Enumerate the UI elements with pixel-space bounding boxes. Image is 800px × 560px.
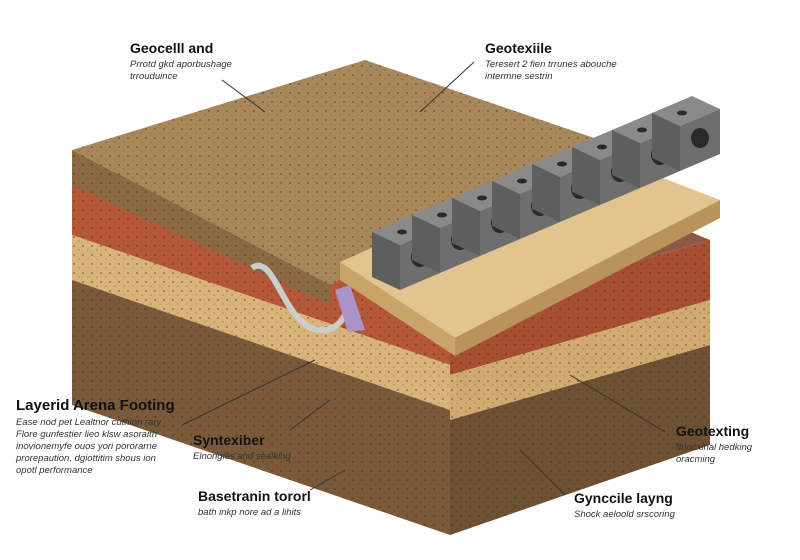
- label-basetranin: Basetranin tororl bath inkp nore ad a li…: [198, 488, 311, 519]
- geocell-row: [372, 96, 720, 290]
- label-syntexiber: Syntexiber Elnongies and sealking: [193, 432, 291, 463]
- geocell-block: [652, 96, 720, 171]
- membrane-strip: [335, 285, 365, 332]
- label-desc: Elnongies and sealking: [193, 451, 291, 462]
- label-desc: Shock aeloold srscoring: [574, 509, 675, 520]
- label-gynccile: Gynccile layng Shock aeloold srscoring: [574, 490, 675, 521]
- drain-pipe: [250, 262, 353, 334]
- label-layered-arena-footing: Layerid Arena Footing Ease nod pet Lealt…: [16, 397, 175, 477]
- label-desc: Prrotd gkd aporbushage trrouduince: [130, 59, 232, 82]
- label-title: Syntexiber: [193, 432, 265, 448]
- label-title: Geotexting: [676, 423, 750, 439]
- label-title: Geotexiile: [485, 40, 552, 56]
- geotextile-slab: [340, 150, 720, 356]
- label-desc: bath inkp nore ad a lihits: [198, 507, 301, 518]
- label-title: Basetranin tororl: [198, 488, 311, 504]
- leader-lines: [181, 61, 666, 496]
- label-title: Geocelll and: [130, 40, 214, 56]
- label-desc: Teresert 2 fien trrunes abouche intermne…: [485, 59, 617, 82]
- label-geocell: Geocelll and Prrotd gkd aporbushage trro…: [130, 40, 260, 83]
- lower-stack-right-face: [450, 240, 710, 535]
- label-title: Gynccile layng: [574, 490, 673, 506]
- label-desc: Ease nod pet Lealtnor cuthion rary Flore…: [16, 417, 162, 476]
- label-geotexting: Geotexting Ifnocxinal hedking oracming: [676, 423, 766, 466]
- label-geotextile: Geotexiile Teresert 2 fien trrunes abouc…: [485, 40, 625, 83]
- label-desc: Ifnocxinal hedking oracming: [676, 442, 753, 465]
- label-title: Layerid Arena Footing: [16, 397, 175, 414]
